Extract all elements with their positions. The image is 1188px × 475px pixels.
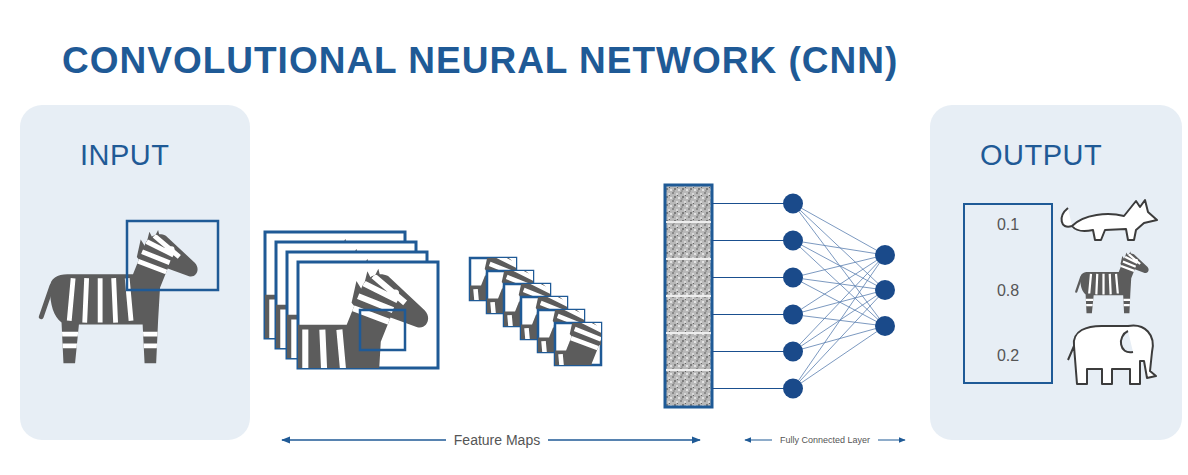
pooled-map-image — [462, 295, 611, 422]
feature-map-stack — [198, 232, 438, 437]
weight-line — [712, 240, 793, 241]
weight-line — [793, 326, 885, 352]
feature-map — [265, 232, 405, 338]
flatten-column — [665, 185, 712, 407]
cell-divider — [666, 221, 711, 223]
zebra-icon — [41, 230, 197, 363]
pooled-map-image — [411, 256, 560, 383]
pooled-map — [470, 258, 516, 300]
weight-line — [793, 241, 885, 256]
weight-line — [793, 204, 885, 291]
neuron — [783, 268, 803, 288]
weight-line — [793, 255, 885, 315]
probability-value: 0.2 — [997, 348, 1019, 364]
feature-map — [276, 242, 416, 348]
neuron — [783, 342, 803, 362]
neuron — [875, 316, 895, 336]
pooled-map-image — [394, 243, 543, 370]
fox-icon — [1062, 200, 1157, 240]
panel-heading: INPUT — [80, 141, 240, 170]
weight-line — [793, 255, 885, 352]
feature-map-image — [220, 259, 417, 427]
kernel-window — [360, 310, 405, 350]
pooled-map-image — [428, 269, 577, 396]
label-slot: Feature Maps — [446, 433, 548, 447]
pooled-map — [487, 271, 533, 313]
title-slot: CONVOLUTIONAL NEURAL NETWORK (CNN) — [62, 42, 898, 79]
weight-line — [793, 290, 885, 352]
pooled-map-stack — [394, 243, 628, 435]
weight-line — [712, 314, 793, 315]
feature-map-image — [198, 239, 395, 407]
feature-map — [287, 252, 427, 358]
cell-divider — [666, 332, 711, 334]
weight-line — [712, 277, 793, 278]
neuron — [875, 245, 895, 265]
neuron — [783, 305, 803, 325]
pooled-map — [538, 310, 584, 352]
weight-line — [793, 290, 885, 315]
pooled-map — [555, 323, 601, 365]
cell-divider — [666, 258, 711, 260]
neuron — [783, 194, 803, 214]
pooled-map-image — [479, 308, 628, 435]
label-slot: Fully Connected Layer — [772, 436, 878, 445]
weight-line — [793, 241, 885, 327]
probability-value: 0.1 — [997, 217, 1019, 233]
weight-line — [793, 315, 885, 327]
input-panel: INPUT — [20, 105, 250, 440]
zebra-icon — [1076, 251, 1148, 313]
neuron — [875, 280, 895, 300]
cell-divider — [666, 295, 711, 297]
weight-line — [793, 326, 885, 389]
weight-line — [712, 388, 793, 389]
weight-line — [712, 351, 793, 352]
feature-map-image — [209, 249, 406, 417]
weight-line — [793, 290, 885, 389]
span-label: Fully Connected Layer — [772, 436, 878, 445]
weight-line — [793, 204, 885, 327]
weight-line — [793, 278, 885, 327]
neuron — [783, 231, 803, 251]
weight-line — [793, 255, 885, 278]
feature-map — [298, 262, 438, 368]
fully-connected-net — [712, 194, 895, 399]
probability-value: 0.8 — [997, 283, 1019, 299]
weight-line — [793, 241, 885, 291]
weight-line — [712, 203, 793, 204]
probability-box: 0.1 0.8 0.2 — [963, 203, 1053, 384]
pooled-map-image — [445, 282, 594, 409]
receptive-field — [127, 221, 218, 290]
cell-divider — [666, 369, 711, 371]
neuron — [783, 379, 803, 399]
span-label: Feature Maps — [446, 433, 548, 447]
flatten-vector — [665, 185, 712, 407]
pooled-map — [504, 284, 550, 326]
weight-line — [793, 255, 885, 389]
panel-heading: OUTPUT — [980, 141, 1172, 170]
output-panel: OUTPUT 0.1 0.8 0.2 — [930, 105, 1182, 440]
diagram-title: CONVOLUTIONAL NEURAL NETWORK (CNN) — [62, 42, 898, 79]
weight-line — [793, 204, 885, 256]
feature-map-image — [231, 269, 428, 437]
pooled-map — [521, 297, 567, 339]
elephant-icon — [1068, 326, 1156, 384]
weight-line — [793, 278, 885, 291]
class-icons — [1062, 200, 1157, 384]
